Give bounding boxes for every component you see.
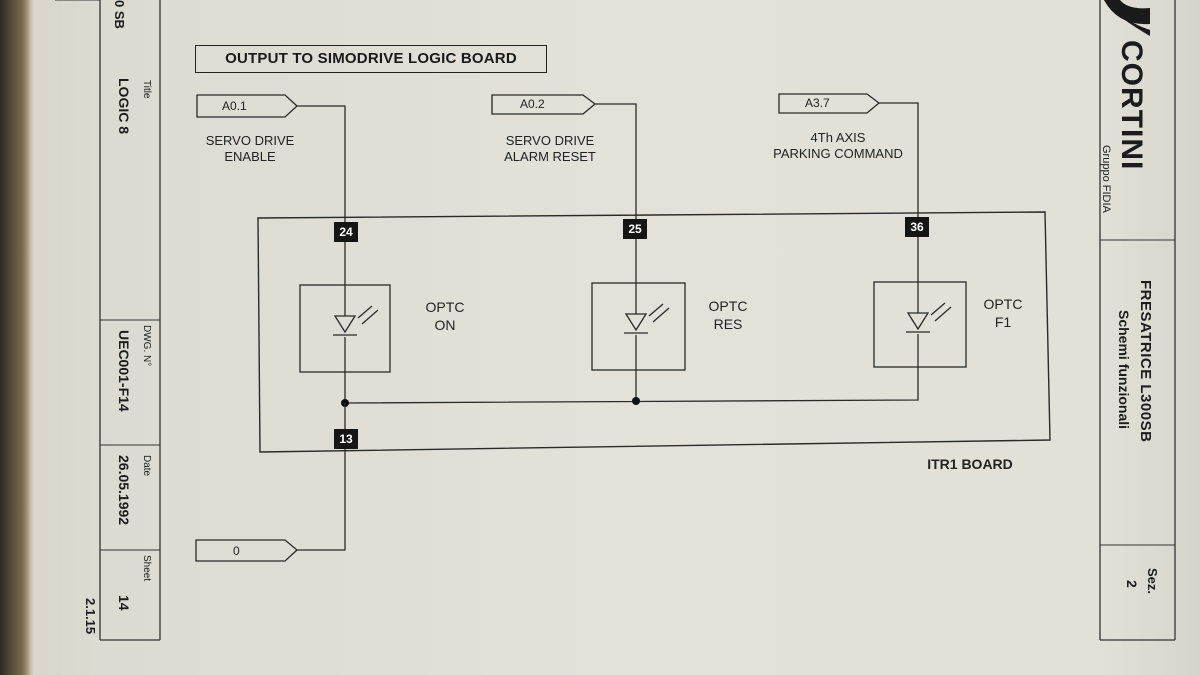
section-value: 2 <box>1124 580 1140 588</box>
optc-line: OPTC <box>425 299 465 315</box>
signal-id-zero: 0 <box>233 544 240 558</box>
optc-line: RES <box>713 316 743 332</box>
optc-line: F1 <box>994 314 1012 330</box>
signal-arrow-a02 <box>491 94 597 115</box>
signal-id-a02: A0.2 <box>520 97 545 111</box>
company-group: Gruppo FIDIA <box>1100 145 1112 213</box>
optc-label-f1: OPTC F1 <box>973 295 1033 331</box>
led-icon <box>333 285 379 372</box>
diagram-title: OUTPUT TO SIMODRIVE LOGIC BOARD <box>195 45 547 73</box>
optc-line: ON <box>434 317 456 333</box>
itr1-board-outline <box>257 211 1051 453</box>
page-edge-shadow <box>0 0 30 675</box>
optc-box-f1 <box>873 281 967 368</box>
signal-arrow-a01 <box>196 94 298 118</box>
pin-25: 25 <box>623 219 647 239</box>
led-icon <box>624 283 670 370</box>
pin-36: 36 <box>905 217 929 237</box>
optc-line: OPTC <box>983 296 1023 312</box>
description-line: ENABLE <box>224 149 276 164</box>
description-line: ALARM RESET <box>504 149 596 164</box>
description-line: SERVO DRIVE <box>505 133 595 148</box>
board-label: ITR1 BOARD <box>927 456 1013 472</box>
description-line: SERVO DRIVE <box>205 133 295 148</box>
company-name: CORTINI <box>1115 40 1148 171</box>
signal-arrow-a37 <box>778 93 881 114</box>
led-icon <box>906 282 952 367</box>
signal-id-a01: A0.1 <box>222 99 247 113</box>
signal-description-a01: SERVO DRIVE ENABLE <box>190 133 310 165</box>
description-line: 4Th AXIS <box>810 130 866 145</box>
pin-24: 24 <box>334 222 358 242</box>
optc-box-res <box>591 282 686 371</box>
optc-label-res: OPTC RES <box>698 297 758 333</box>
signal-description-a37: 4Th AXIS PARKING COMMAND <box>758 130 918 162</box>
optc-label-on: OPTC ON <box>415 298 475 334</box>
machine-name: FRESATRICE L300SB <box>1137 280 1154 443</box>
optc-line: OPTC <box>708 298 748 314</box>
signal-description-a02: SERVO DRIVE ALARM RESET <box>485 133 615 165</box>
signal-id-a37: A3.7 <box>805 96 830 110</box>
junction-dot <box>632 397 640 405</box>
section-label: Sez. <box>1145 568 1160 595</box>
drawing-subtitle: Schemi funzionali <box>1116 310 1132 430</box>
pin-13: 13 <box>334 429 358 449</box>
signal-arrow-zero <box>195 539 298 562</box>
description-line: PARKING COMMAND <box>773 146 903 161</box>
